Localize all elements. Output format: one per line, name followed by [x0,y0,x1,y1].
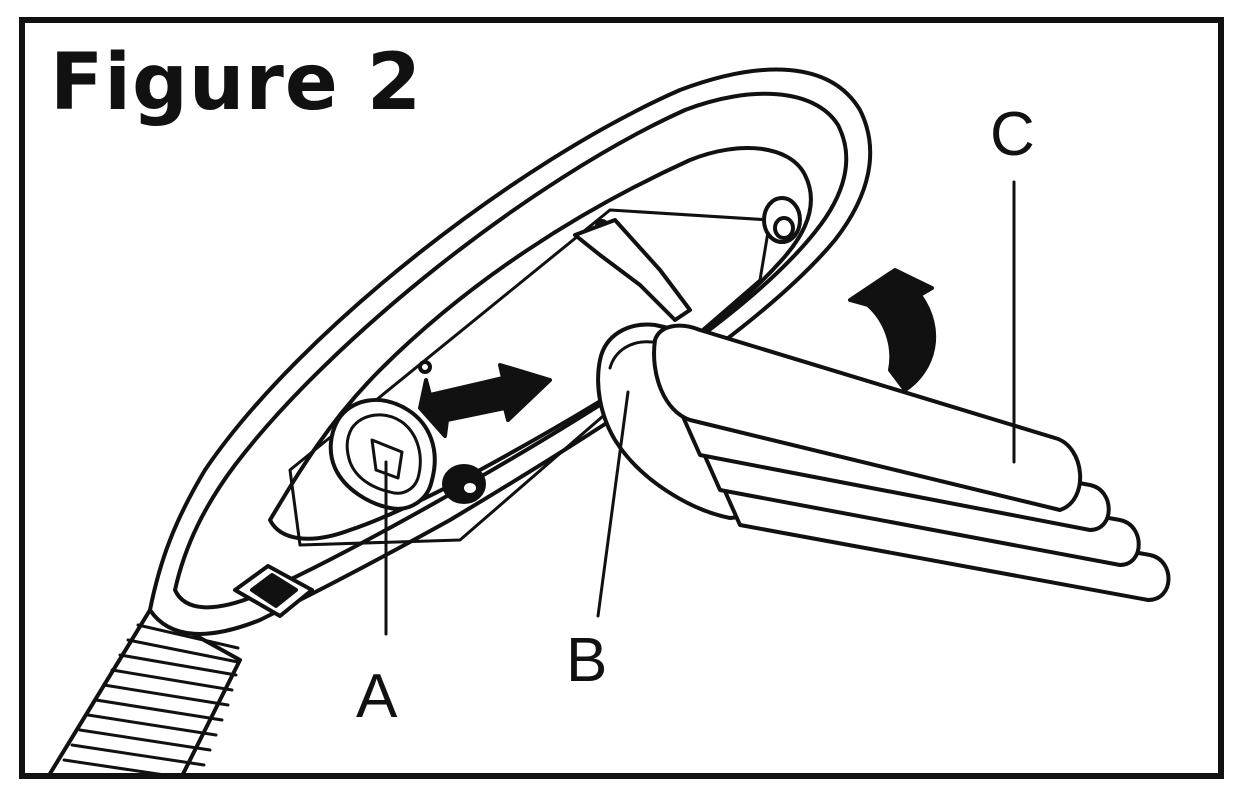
extension-tubes-c [652,323,1171,602]
power-switch [233,564,314,618]
locating-post [762,196,802,244]
slide-arrow-icon [418,363,552,438]
leader-line-b [596,390,630,618]
callout-label-c: C [990,100,1035,169]
figure-border [19,17,1224,779]
callout-label-b: B [566,626,608,695]
figure-title: Figure 2 [50,38,423,128]
callout-label-a: A [356,662,398,731]
nozzle-recess-edge [288,208,772,547]
latch-strip [573,218,692,322]
screw-icon [418,360,432,374]
knob [442,464,486,504]
release-clip-a [328,397,437,511]
hose [46,608,242,775]
leader-lines [384,180,1016,636]
rotate-arrow-icon [848,268,937,392]
